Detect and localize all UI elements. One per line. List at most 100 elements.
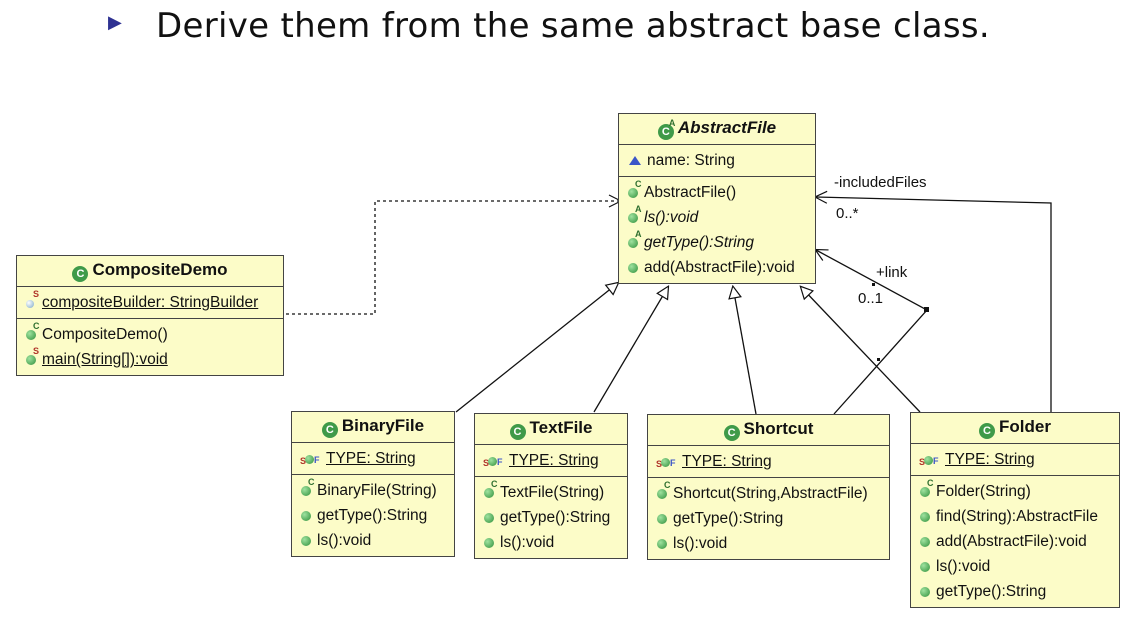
attribute-section: name: String — [619, 145, 815, 177]
method-row: ls():void — [483, 530, 621, 555]
abstract-method-icon: A — [627, 230, 642, 249]
public-method-icon — [483, 536, 496, 549]
method-text: find(String):AbstractFile — [936, 508, 1098, 525]
method-text: Folder(String) — [936, 483, 1031, 500]
method-text: CompositeDemo() — [42, 326, 168, 343]
method-text: getType():String — [673, 510, 784, 527]
bullet-icon: ▶ — [108, 12, 122, 32]
method-row: getType():String — [483, 505, 621, 530]
public-method-icon — [300, 534, 313, 547]
method-text: getType():String — [644, 234, 754, 251]
method-row: getType():String — [300, 503, 448, 528]
public-method-icon — [483, 511, 496, 524]
method-text: ls():void — [317, 532, 372, 549]
method-text: ls():void — [936, 558, 991, 575]
inheritance-edge-folder — [801, 287, 921, 413]
inheritance-edge-binaryfile — [455, 283, 618, 413]
method-text: main(String[]):void — [42, 351, 168, 368]
class-name: Shortcut — [743, 419, 814, 438]
class-name: CompositeDemo — [92, 260, 228, 279]
public-method-icon — [627, 261, 640, 274]
public-method-icon — [919, 560, 932, 573]
method-text: getType():String — [317, 507, 428, 524]
method-row: getType():String — [656, 506, 883, 531]
class-icon: C — [321, 422, 338, 438]
association-edge-link — [816, 250, 929, 415]
class-icon: C — [72, 266, 89, 282]
method-text: Shortcut(String,AbstractFile) — [673, 485, 868, 502]
method-row: ls():void — [919, 554, 1113, 579]
constructor-icon: C — [919, 479, 934, 498]
method-row: add(AbstractFile):void — [919, 529, 1113, 554]
dependency-edge — [286, 201, 620, 315]
method-text: getType():String — [500, 509, 611, 526]
method-text: BinaryFile(String) — [317, 482, 437, 499]
constructor-icon: C — [300, 478, 315, 497]
attribute-text: name: String — [647, 152, 735, 169]
method-text: ls():void — [500, 534, 555, 551]
attribute-text: TYPE: String — [682, 453, 772, 470]
attribute-row: name: String — [627, 148, 809, 173]
method-text: getType():String — [936, 583, 1047, 600]
class-icon: C — [979, 423, 996, 439]
class-name: BinaryFile — [341, 416, 425, 435]
public-method-icon — [919, 510, 932, 523]
link-bendpoint — [924, 307, 929, 312]
class-name: Folder — [999, 417, 1051, 436]
slide-title: Derive them from the same abstract base … — [156, 6, 990, 46]
method-text: AbstractFile() — [644, 184, 737, 201]
method-text: add(AbstractFile):void — [936, 533, 1087, 550]
constructor-icon: C — [627, 180, 642, 199]
public-method-icon — [656, 512, 669, 525]
method-text: ls():void — [673, 535, 728, 552]
method-text: ls():void — [644, 209, 699, 226]
link-bendpoint — [877, 358, 880, 361]
attribute-text: TYPE: String — [509, 452, 599, 469]
constructor-icon: C — [25, 322, 40, 341]
role-label-includedfiles: -includedFiles — [834, 174, 927, 191]
link-bendpoint — [872, 283, 875, 286]
class-icon: C — [723, 425, 740, 441]
method-row: add(AbstractFile):void — [627, 255, 809, 280]
attribute-text: TYPE: String — [326, 450, 416, 467]
class-icon: C — [509, 424, 526, 440]
static-field-icon: S — [25, 290, 39, 309]
multiplicity-label-includedfiles: 0..* — [836, 205, 859, 222]
inheritance-edge-textfile — [593, 287, 668, 413]
public-method-icon — [919, 535, 932, 548]
method-text: TextFile(String) — [500, 484, 605, 501]
static-method-icon: S — [25, 347, 39, 366]
abstract-method-icon: A — [627, 205, 642, 224]
